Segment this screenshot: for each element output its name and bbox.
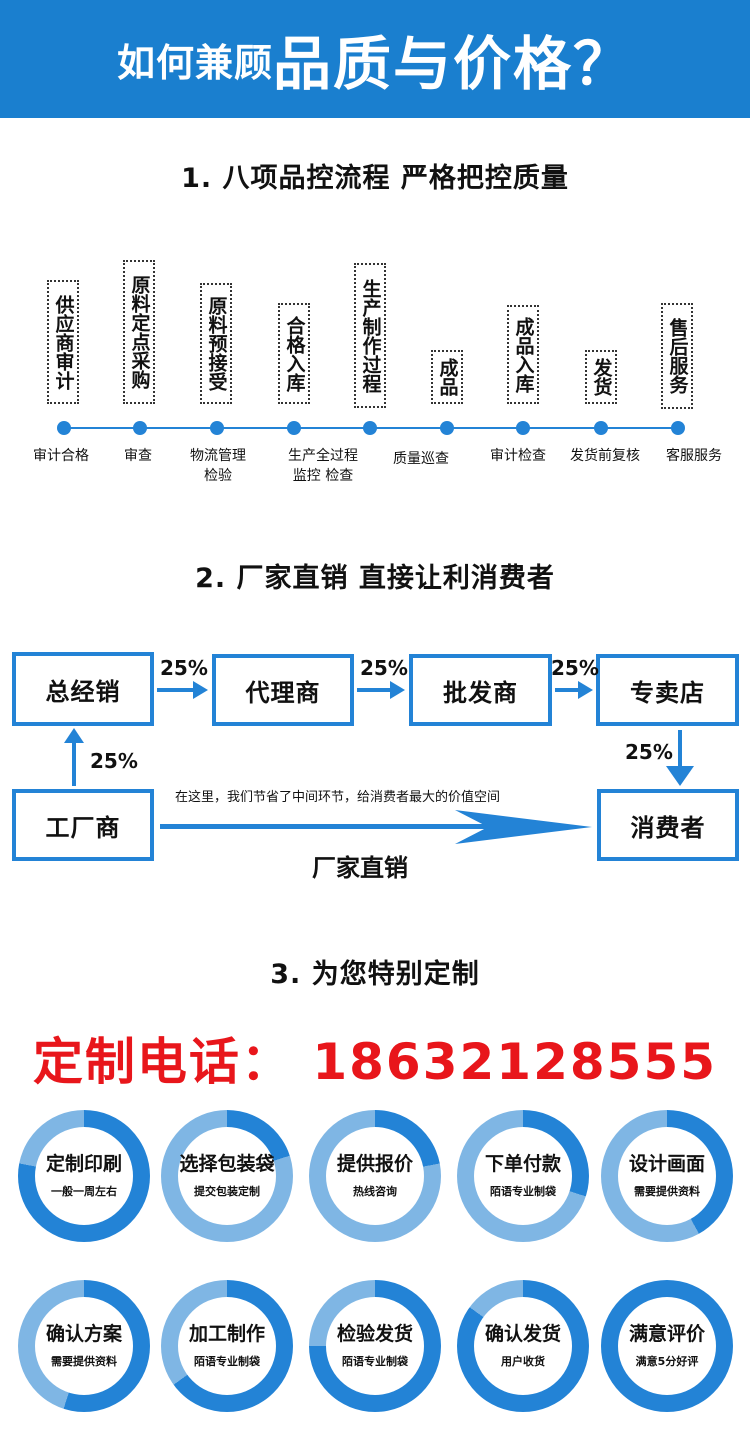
qc-step-5: 生产制作过程 <box>354 263 386 408</box>
step-ring: 加工制作陌语专业制袋 <box>161 1280 293 1412</box>
qc-step-4: 合格入库 <box>278 303 310 404</box>
timeline-dot <box>671 421 685 435</box>
arrow-head <box>193 681 208 699</box>
step-ring: 选择包装袋提交包装定制 <box>161 1110 293 1242</box>
timeline-dot <box>363 421 377 435</box>
timeline-dot <box>133 421 147 435</box>
factory-box: 工厂商 <box>12 789 154 861</box>
section2-title: 2. 厂家直销 直接让利消费者 <box>195 563 555 594</box>
ring-center <box>326 1297 424 1395</box>
ring-center <box>618 1297 716 1395</box>
banner-title-big: 品质与价格？ <box>273 30 634 98</box>
qc-step-7: 成品入库 <box>507 305 539 404</box>
agent-box: 代理商 <box>212 654 354 726</box>
step-subtitle: 需要提供资料 <box>51 1355 117 1368</box>
step-ring: 检验发货陌语专业制袋 <box>309 1280 441 1412</box>
timeline-dot <box>594 421 608 435</box>
timeline-dot <box>516 421 530 435</box>
qc-check-label: 物流管理 检验 <box>190 448 246 484</box>
qc-check-label: 审查 <box>124 448 152 464</box>
step-title: 加工制作 <box>188 1323 265 1345</box>
general-distributor-box: 总经销 <box>12 652 154 726</box>
arrow-head <box>666 766 694 786</box>
markup-label: 25% <box>160 656 208 680</box>
ring-center <box>326 1127 424 1225</box>
step-title: 定制印刷 <box>45 1153 122 1175</box>
step-title: 提供报价 <box>336 1153 413 1175</box>
step-title: 检验发货 <box>336 1323 413 1345</box>
savings-note: 在这里，我们节省了中间环节，给消费者最大的价值空间 <box>175 790 501 805</box>
qc-check-label: 生产全过程 监控 检查 <box>288 448 358 484</box>
ring-center <box>35 1127 133 1225</box>
step-ring: 设计画面需要提供资料 <box>601 1110 733 1242</box>
step-ring: 确认发货用户收货 <box>457 1280 589 1412</box>
qc-step-8: 发货 <box>585 350 617 404</box>
step-ring: 下单付款陌语专业制袋 <box>457 1110 589 1242</box>
step-ring: 确认方案需要提供资料 <box>18 1280 150 1412</box>
timeline-dot <box>57 421 71 435</box>
qc-step-6: 成品 <box>431 350 463 404</box>
qc-check-label: 审计合格 <box>33 448 89 464</box>
phone-number: 定制电话： 18632128555 <box>32 1033 718 1091</box>
timeline-dot <box>210 421 224 435</box>
step-ring: 提供报价热线咨询 <box>309 1110 441 1242</box>
step-title: 确认发货 <box>484 1323 561 1345</box>
markup-label: 25% <box>625 740 673 764</box>
arrow-head <box>390 681 405 699</box>
direct-arrow-head <box>455 810 592 844</box>
step-subtitle: 陌语专业制袋 <box>194 1355 260 1368</box>
arrow-head <box>578 681 593 699</box>
banner-title: 如何兼顾 品质与价格？ <box>0 0 750 118</box>
ring-center <box>474 1297 572 1395</box>
markup-label: 25% <box>551 656 599 680</box>
step-title: 选择包装袋 <box>179 1153 275 1175</box>
banner-title-small: 如何兼顾 <box>116 40 273 85</box>
consumer-box: 消费者 <box>597 789 739 861</box>
qc-check-label: 客服服务 <box>666 448 722 464</box>
qc-check-label: 审计检查 <box>490 448 546 464</box>
timeline-dot <box>287 421 301 435</box>
qc-check-label: 发货前复核 <box>570 448 640 464</box>
direct-arrow-shaft <box>160 824 490 829</box>
ring-center <box>178 1297 276 1395</box>
qc-step-1: 供应商审计 <box>47 280 79 404</box>
ring-center <box>474 1127 572 1225</box>
section1-title: 1. 八项品控流程 严格把控质量 <box>181 163 569 194</box>
direct-sale-label: 厂家直销 <box>312 854 408 882</box>
step-subtitle: 需要提供资料 <box>634 1185 700 1198</box>
qc-step-2: 原料定点采购 <box>123 260 155 404</box>
step-subtitle: 一般一周左右 <box>51 1185 117 1198</box>
ring-center <box>35 1297 133 1395</box>
step-title: 下单付款 <box>484 1153 561 1175</box>
step-subtitle: 用户收货 <box>501 1355 545 1368</box>
step-title: 确认方案 <box>45 1323 122 1345</box>
ring-center <box>178 1127 276 1225</box>
qc-step-3: 原料预接受 <box>200 283 232 404</box>
header-banner <box>0 0 750 118</box>
step-ring: 定制印刷一般一周左右 <box>18 1110 150 1242</box>
markup-label: 25% <box>360 656 408 680</box>
step-subtitle: 热线咨询 <box>353 1185 397 1198</box>
markup-label: 25% <box>90 749 138 773</box>
section3-title: 3. 为您特别定制 <box>270 959 480 990</box>
step-title: 设计画面 <box>628 1153 705 1175</box>
store-box: 专卖店 <box>596 654 739 726</box>
ring-center <box>618 1127 716 1225</box>
timeline-dot <box>440 421 454 435</box>
step-subtitle: 提交包装定制 <box>194 1185 260 1198</box>
qc-check-label: 质量巡查 <box>393 451 449 467</box>
step-subtitle: 满意5分好评 <box>635 1355 699 1368</box>
step-ring: 满意评价满意5分好评 <box>601 1280 733 1412</box>
step-title: 满意评价 <box>628 1323 705 1345</box>
wholesaler-box: 批发商 <box>409 654 552 726</box>
step-subtitle: 陌语专业制袋 <box>490 1185 556 1198</box>
arrow-head <box>64 728 84 743</box>
step-subtitle: 陌语专业制袋 <box>342 1355 408 1368</box>
qc-step-9: 售后服务 <box>661 303 693 409</box>
